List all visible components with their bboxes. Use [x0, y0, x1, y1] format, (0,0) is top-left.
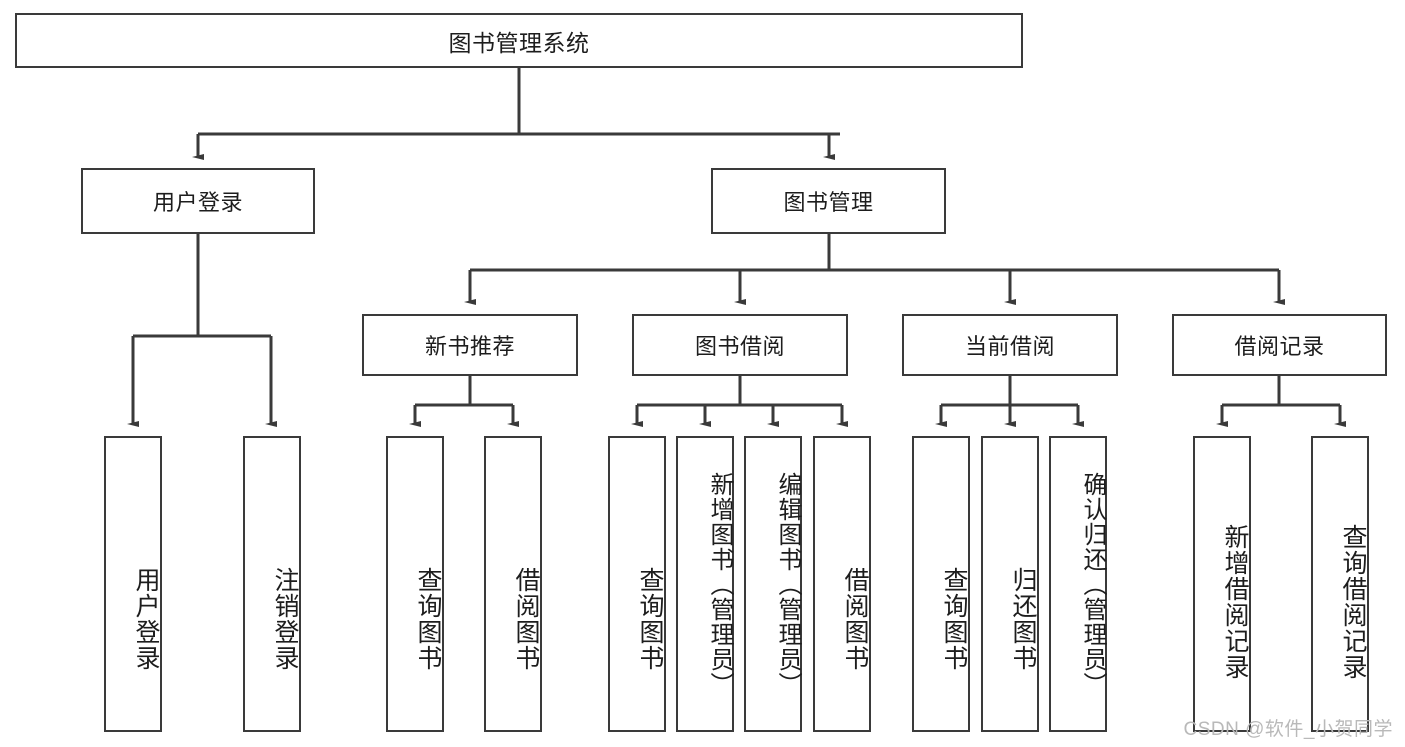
node-book-borrow[interactable]: 图书借阅 [632, 314, 848, 376]
leaf-user-login-login[interactable]: 用户登录 [104, 436, 162, 732]
node-label: 借阅图书 [512, 567, 540, 671]
leaf-current-borrow-query-book[interactable]: 查询图书 [912, 436, 970, 732]
leaf-book-borrow-borrow-book[interactable]: 借阅图书 [813, 436, 871, 732]
node-label: 确认归还（管理员） [1079, 471, 1106, 697]
node-label: 归还图书 [1009, 567, 1037, 671]
node-label: 查询图书 [636, 567, 664, 671]
node-label: 新书推荐 [424, 334, 515, 359]
leaf-current-borrow-return-book[interactable]: 归还图书 [981, 436, 1039, 732]
node-label: 查询借阅记录 [1339, 524, 1367, 680]
leaf-book-borrow-query-book[interactable]: 查询图书 [608, 436, 666, 732]
node-label: 新增借阅记录 [1221, 524, 1249, 680]
leaf-current-borrow-confirm-return-admin[interactable]: 确认归还（管理员） [1049, 436, 1107, 732]
node-user-login[interactable]: 用户登录 [81, 168, 315, 234]
node-label: 注销登录 [271, 567, 299, 671]
leaf-new-book-query-book[interactable]: 查询图书 [386, 436, 444, 732]
node-root-book-management-system[interactable]: 图书管理系统 [15, 13, 1023, 68]
node-current-borrow[interactable]: 当前借阅 [902, 314, 1118, 376]
leaf-book-borrow-edit-book-admin[interactable]: 编辑图书（管理员） [744, 436, 802, 732]
node-label: 图书借阅 [694, 334, 785, 359]
node-label: 当前借阅 [964, 334, 1055, 359]
leaf-book-borrow-add-book-admin[interactable]: 新增图书（管理员） [676, 436, 734, 732]
node-label: 借阅记录 [1234, 334, 1325, 359]
node-label: 用户登录 [152, 190, 243, 215]
node-label: 查询图书 [414, 567, 442, 671]
node-label: 编辑图书（管理员） [774, 471, 801, 697]
node-label: 查询图书 [940, 567, 968, 671]
node-borrow-record[interactable]: 借阅记录 [1172, 314, 1387, 376]
node-label: 借阅图书 [841, 567, 869, 671]
leaf-new-book-borrow-book[interactable]: 借阅图书 [484, 436, 542, 732]
node-new-book-recommend[interactable]: 新书推荐 [362, 314, 578, 376]
node-label: 图书管理 [783, 190, 874, 215]
watermark: CSDN @软件_小贺同学 [1183, 719, 1393, 740]
node-book-management[interactable]: 图书管理 [711, 168, 946, 234]
node-label: 用户登录 [132, 567, 160, 671]
node-label: 新增图书（管理员） [706, 471, 733, 697]
leaf-borrow-record-query-record[interactable]: 查询借阅记录 [1311, 436, 1369, 732]
node-label: 图书管理系统 [448, 29, 590, 56]
leaf-user-login-logout[interactable]: 注销登录 [243, 436, 301, 732]
leaf-borrow-record-add-record[interactable]: 新增借阅记录 [1193, 436, 1251, 732]
